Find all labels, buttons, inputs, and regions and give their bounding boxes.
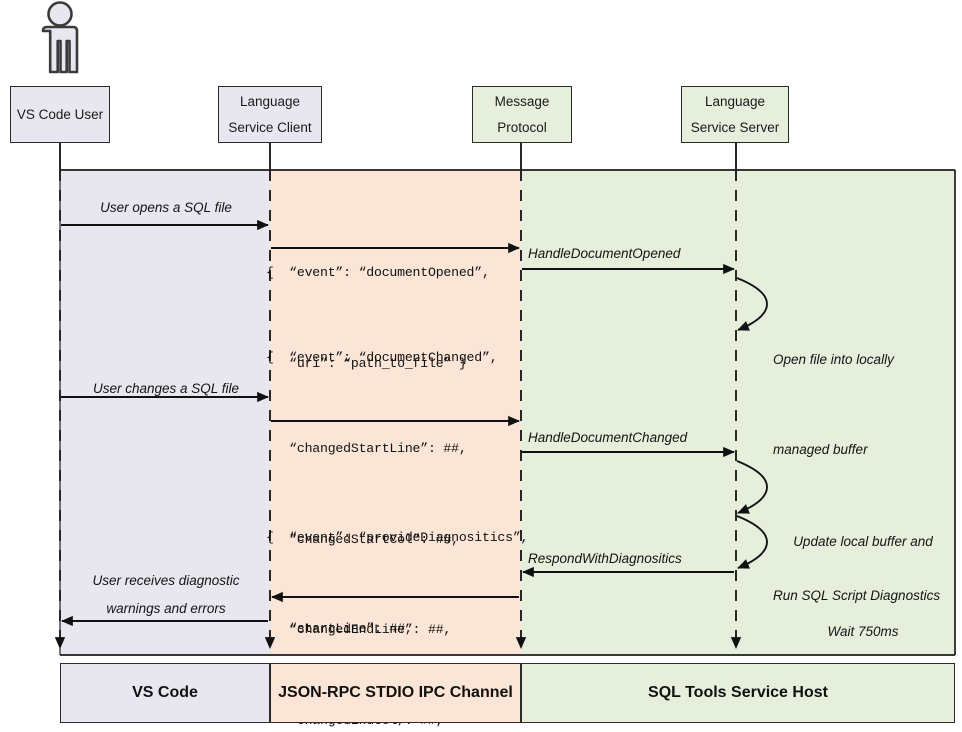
json-line: “uri”: “path_to_file” }: [266, 356, 467, 372]
footer-label: VS Code: [132, 684, 198, 701]
message-label-user-receives-diagnostics-line1: User receives diagnostic: [92, 573, 240, 588]
band-vs-code: [60, 170, 270, 655]
note-line1: Update local buffer and: [793, 534, 933, 549]
message-label-user-changes-sql-file: User changes a SQL file: [92, 381, 240, 396]
band-server: [521, 170, 955, 655]
lifeline-header-language-service-server[interactable]: Language Service Server: [681, 86, 789, 143]
band-ipc: [270, 170, 521, 655]
json-line: “changedStartCol”: ##,: [266, 531, 459, 547]
json-line: “changedStartLine”: ##,: [266, 441, 467, 457]
footer-service-host[interactable]: SQL Tools Service Host: [521, 663, 955, 723]
message-label-respond-with-diagnositics: RespondWithDiagnositics: [528, 551, 682, 566]
note-line2: Wait 750ms: [827, 624, 899, 639]
lifeline-header-label-line1: Message: [494, 93, 550, 109]
message-label-handle-document-changed: HandleDocumentChanged: [528, 430, 688, 445]
json-line: “startLine”: ##,: [266, 621, 413, 637]
lifeline-header-label-line1: Language: [704, 93, 766, 109]
note-line2: managed buffer: [773, 442, 868, 457]
lifeline-header-label-line2: Service Server: [690, 119, 780, 135]
lifeline-header-label-line2: Protocol: [497, 119, 547, 135]
selfloop-run-diagnostics: [736, 515, 768, 569]
lifeline-header-label-line2: Service Client: [228, 119, 312, 135]
self-message-update-buffer-note: Update local buffer and Wait 750ms: [773, 467, 953, 707]
json-payload-document-opened: { “event”: “documentOpened”, “uri”: “pat…: [266, 198, 490, 440]
lifeline-header-message-protocol[interactable]: Message Protocol: [472, 86, 572, 143]
lifeline-header-label-line1: Language: [239, 93, 301, 109]
footer-vs-code[interactable]: VS Code: [60, 663, 270, 723]
json-line: { “event”: “documentOpened”,: [266, 265, 490, 281]
footer-ipc-channel[interactable]: JSON-RPC STDIO IPC Channel: [270, 663, 521, 723]
message-label-user-opens-sql-file: User opens a SQL file: [100, 200, 232, 215]
person-icon: [41, 1, 79, 74]
footer-label: SQL Tools Service Host: [648, 684, 828, 701]
lifeline-header-language-service-client[interactable]: Language Service Client: [218, 86, 322, 143]
json-line: “changedEndLine”: ##,: [266, 622, 452, 638]
note-line1: Open file into locally: [773, 352, 894, 367]
note-line1: Run SQL Script Diagnostics: [773, 588, 941, 603]
footer-label: JSON-RPC STDIO IPC Channel: [278, 684, 513, 701]
json-line: { “event”: “documentChanged”,: [266, 350, 498, 366]
lifeline-header-vs-code-user[interactable]: VS Code User: [10, 86, 110, 143]
json-line: { “event”: “provideDiagnositics”,: [266, 530, 529, 546]
message-label-user-receives-diagnostics-line2: warnings and errors: [106, 601, 226, 616]
selfloop-update-buffer: [736, 460, 768, 514]
selfloop-open-file: [736, 277, 768, 331]
json-payload-document-changed: { “event”: “documentChanged”, “changedSt…: [266, 283, 521, 732]
lifeline-header-label: VS Code User: [16, 106, 104, 122]
message-label-handle-document-opened: HandleDocumentOpened: [528, 246, 681, 261]
self-message-open-file-note: Open file into locally managed buffer: [773, 285, 953, 525]
